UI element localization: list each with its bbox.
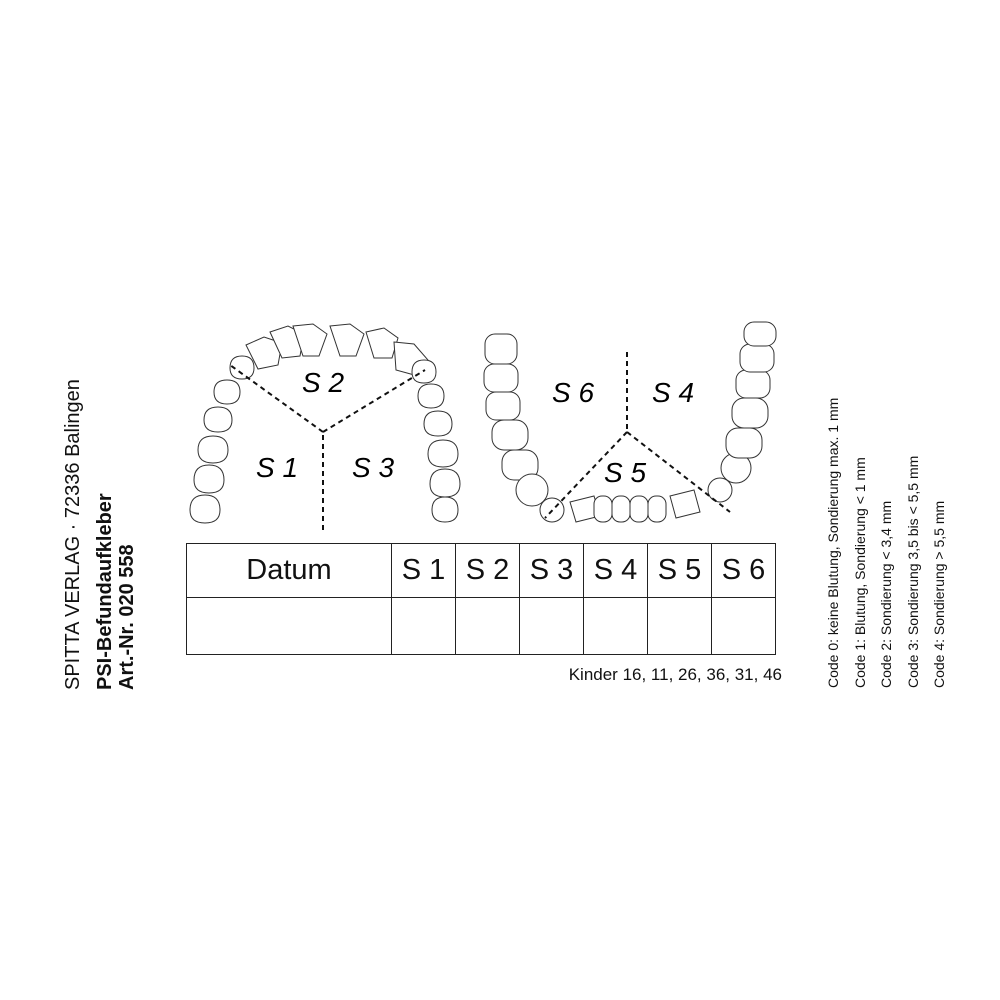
publisher-line: SPITTA VERLAG · 72336 Balingen <box>62 379 84 690</box>
cell-s1[interactable] <box>391 597 456 655</box>
code-1: Code 1: Blutung, Sondierung < 1 mm <box>851 457 868 688</box>
cell-s5[interactable] <box>647 597 712 655</box>
cell-s4[interactable] <box>583 597 648 655</box>
table-row <box>186 597 776 655</box>
code-3: Code 3: Sondierung 3,5 bis < 5,5 mm <box>904 455 921 688</box>
header-s6: S 6 <box>711 543 776 598</box>
header-s2: S 2 <box>455 543 520 598</box>
header-s3: S 3 <box>519 543 584 598</box>
header-s4: S 4 <box>583 543 648 598</box>
product-info: PSI-Befundaufkleber Art.-Nr. 020 558 <box>94 493 138 690</box>
cell-datum[interactable] <box>186 597 392 655</box>
psi-table: Datum S 1 S 2 S 3 S 4 S 5 S 6 <box>186 543 776 655</box>
upper-jaw-teeth <box>189 323 461 524</box>
dental-diagram: S 2 S 1 S 3 S 6 S 4 S 5 <box>189 321 777 530</box>
code-legend: Code 0: keine Blutung, Sondierung max. 1… <box>820 398 953 688</box>
segment-label-s6: S 6 <box>552 377 594 408</box>
header-s5: S 5 <box>647 543 712 598</box>
segment-label-s4: S 4 <box>652 377 694 408</box>
cell-s2[interactable] <box>455 597 520 655</box>
header-datum: Datum <box>186 543 392 598</box>
code-2: Code 2: Sondierung < 3,4 mm <box>878 500 894 688</box>
code-0: Code 0: keine Blutung, Sondierung max. 1… <box>825 397 841 688</box>
lower-jaw-teeth <box>483 321 777 523</box>
segment-label-s2: S 2 <box>302 367 344 398</box>
header-s1: S 1 <box>391 543 456 598</box>
segment-label-s1: S 1 <box>256 452 298 483</box>
cell-s6[interactable] <box>711 597 776 655</box>
product-title: PSI-Befundaufkleber <box>94 493 116 690</box>
article-number: Art.-Nr. 020 558 <box>116 544 138 690</box>
segment-label-s3: S 3 <box>352 452 394 483</box>
code-4: Code 4: Sondierung > 5,5 mm <box>931 500 947 688</box>
segment-label-s5: S 5 <box>604 457 646 488</box>
cell-s3[interactable] <box>519 597 584 655</box>
segment-dividers <box>229 352 731 530</box>
table-header-row: Datum S 1 S 2 S 3 S 4 S 5 S 6 <box>186 543 776 598</box>
children-teeth-note: Kinder 16, 11, 26, 36, 31, 46 <box>568 665 782 684</box>
